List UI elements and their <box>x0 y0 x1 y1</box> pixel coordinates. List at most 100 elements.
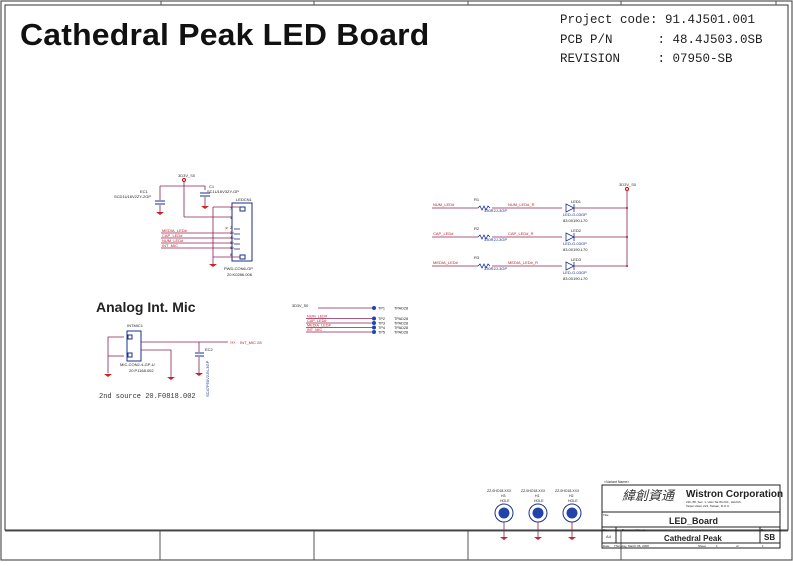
power-net-label: 3D3V_S0 <box>178 173 196 178</box>
junction <box>626 265 628 267</box>
led-row: CAP_LED#R2330R2J-3GPCAP_LED#_RLED2LED-G-… <box>432 226 628 252</box>
revision: REVISION : 07950-SB <box>560 52 733 66</box>
net-label: NUM_LED#_R <box>508 202 535 207</box>
offpage-arrow-icon: ››› <box>230 340 235 346</box>
testpoint-part: TPAD28 <box>394 326 408 330</box>
ground-icon <box>104 374 112 377</box>
ec1-part: SCD1U16V2ZY-2GP <box>114 194 151 199</box>
c1-ref: C1 <box>209 184 215 189</box>
ec1-ref: EC1 <box>140 189 149 194</box>
mounting-holes: ZZ.0HO18.XXXH3HOLEZZ.0HO18.XXXH1HOLEZZ.0… <box>487 489 582 540</box>
company-chinese-name: 緯創資通 <box>622 488 676 503</box>
ground-icon <box>195 373 203 376</box>
testpoint-pad-icon <box>372 321 376 325</box>
title-block: <Variant Name> 緯創資通 Wistron Corporation … <box>601 480 783 549</box>
net-label: INT_MIC <box>307 328 322 332</box>
testpoint-row: INT_MIC TP5 TPAD28 <box>306 328 408 335</box>
hole-ref: H3 <box>501 494 506 498</box>
mic-block: INTMIC1 ››› INT_MIC 28 EC2 SC47P50V2JN-3… <box>104 323 262 397</box>
connector-ref: LEDCN1 <box>236 197 253 202</box>
date-label: Date: <box>603 544 610 548</box>
hole-center-icon <box>532 507 544 519</box>
pcb-part-number: PCB P/N : 48.4J503.0SB <box>560 33 763 47</box>
led-part: LED-G-03GP <box>563 270 587 275</box>
net-label: CAP_LED# <box>162 233 183 238</box>
size-value: A4 <box>606 534 612 539</box>
of-label: of <box>736 544 739 548</box>
connector-block: 3D3V_S0 EC1 SCD1U16V2ZY-2GP C1 SC1U16V3Z… <box>114 173 253 277</box>
mic-ref: INTMIC1 <box>127 323 144 328</box>
resistor-part: 330R2J-3GP <box>484 237 507 242</box>
title-value: LED_Board <box>669 516 718 526</box>
net-label: INT_MIC <box>162 243 178 248</box>
second-source-note: 2nd source 20.F0818.002 <box>99 393 196 401</box>
rev-label: Rev <box>761 528 767 532</box>
led-rows: NUM_LED#R1330R2J-3GPNUM_LED#_RLED1LED-G-… <box>432 197 628 281</box>
testpoint-pad-icon <box>372 316 376 321</box>
led-icon <box>565 261 575 271</box>
net-label: NUM_LED# <box>307 315 328 319</box>
led-pn: 83.00190.L70 <box>563 247 588 252</box>
net-label: CAP_LED# <box>433 231 454 236</box>
ground-icon <box>201 206 209 209</box>
sheet-label: Sheet <box>698 544 706 548</box>
led-block: 3D3V_S0 <box>619 182 637 265</box>
hole-center-icon <box>498 507 510 519</box>
company-address-1: 21F, 88, Sec. 1, Hsin Tai Wu Rd., Hsichi… <box>686 500 742 504</box>
int-mic-net: INT_MIC 28 <box>240 340 262 345</box>
resistor-icon <box>477 205 491 211</box>
resistor-icon <box>477 263 491 269</box>
net-label: NUM_LED# <box>433 202 455 207</box>
hole-label: ZZ.0HO18.XXX <box>521 489 546 493</box>
ground-icon <box>156 212 164 215</box>
testpoint-ref: TP2 <box>378 317 385 321</box>
testpoint-ref: TP5 <box>378 331 385 335</box>
connector-body <box>231 202 253 262</box>
hole-label: ZZ.0HO18.XXX <box>555 489 580 493</box>
no-connect-mark: × <box>225 226 228 232</box>
testpoint-part: TPAD28 <box>394 322 408 326</box>
rev-value: SB <box>764 533 775 542</box>
svg-text:1: 1 <box>230 216 232 220</box>
resistor-ref: R2 <box>474 226 480 231</box>
testpoint-ref: TP1 <box>378 307 385 311</box>
company-name: Wistron Corporation <box>686 489 783 500</box>
hole-type: HOLE <box>500 499 510 503</box>
net-label: MEDIA_LED# <box>307 324 332 328</box>
led-row: NUM_LED#R1330R2J-3GPNUM_LED#_RLED1LED-G-… <box>432 197 628 223</box>
mic-section-title: Analog Int. Mic <box>96 299 196 315</box>
title-label: Title <box>603 513 609 517</box>
ec2-ref: EC2 <box>205 347 214 352</box>
mic-body <box>126 330 142 362</box>
c1-part: SC1U16V3ZY-GP <box>207 189 239 194</box>
ground-icon <box>534 537 542 540</box>
ground-icon <box>209 264 217 267</box>
svg-text:7: 7 <box>230 207 232 211</box>
led-row: MEDIA_LED#R3330R2J-3GPMEDIA_LED#_RLED3LE… <box>432 255 628 281</box>
connector-pn: 20.K0286.006 <box>227 272 253 277</box>
led-ref: LED3 <box>571 257 582 262</box>
led-part: LED-G-03GP <box>563 212 587 217</box>
project-code: Project code: 91.4J501.001 <box>560 13 756 27</box>
led-icon <box>565 203 575 213</box>
testpoint-part: TPAD28 <box>394 331 408 335</box>
company-address-2: Taipei Hsien 221, Taiwan, R.O.C. <box>686 504 730 508</box>
connector-part: PWD-CON6-GP <box>224 266 253 271</box>
net-label: MEDIA_LED# <box>162 228 188 233</box>
size-label: Size <box>603 528 609 532</box>
resistor-ref: R3 <box>474 255 480 260</box>
mic-pn: 20.P1168.002 <box>129 368 154 373</box>
ground-icon <box>568 537 576 540</box>
testpoint-pad-icon <box>372 330 376 334</box>
net-label: MEDIA_LED# <box>433 260 459 265</box>
sheet-value: 1 <box>716 544 718 548</box>
testpoint-ref: TP3 <box>378 322 385 326</box>
date-value: Thursday, March 06, 2008 <box>614 544 649 548</box>
power-port-3d3v <box>625 187 629 191</box>
net-label: 3D3V_S0 <box>292 304 308 308</box>
